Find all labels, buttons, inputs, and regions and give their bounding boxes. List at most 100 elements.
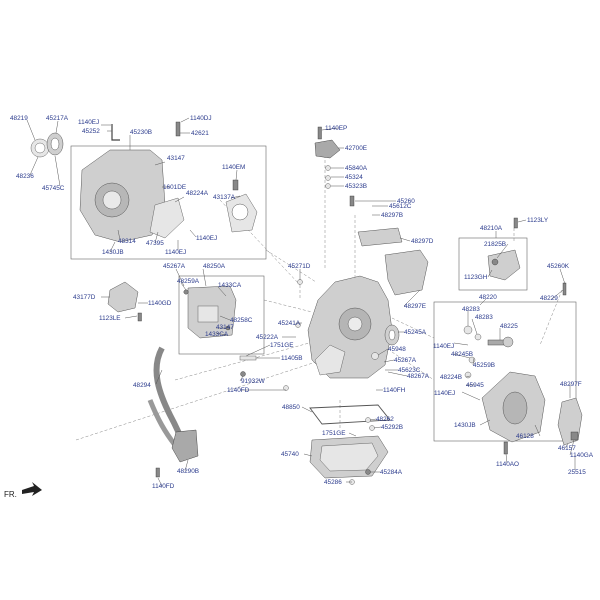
leader-lines [26, 117, 576, 487]
label-1140ep: 1140EP [325, 125, 347, 132]
label-48224a: 48224A [186, 190, 209, 197]
front-label: FR. [4, 490, 17, 499]
label-45284a: 45284A [380, 469, 403, 476]
rear-cover-bore [502, 391, 528, 425]
label-45252: 45252 [82, 128, 100, 135]
label-45324: 45324 [345, 174, 363, 181]
nut-21825b [491, 258, 499, 266]
plug-48262 [365, 417, 371, 423]
label-45292b: 45292B [381, 424, 403, 431]
label-48225: 48225 [500, 323, 518, 330]
plug-1751ge [283, 385, 289, 391]
label-1433ca: 1433CA [218, 282, 242, 289]
plug-45284a [365, 469, 371, 475]
label-1140ao: 1140AO [496, 461, 519, 468]
label-45271d: 45271D [288, 263, 311, 270]
label-21825b: 21825B [484, 241, 506, 248]
bolt-1140fd [155, 467, 160, 478]
label-45260: 45260 [397, 198, 415, 205]
label-91932w: 91932W [241, 378, 266, 385]
label-48258c: 48258C [230, 317, 253, 324]
label-1140dj: 1140DJ [190, 115, 212, 122]
bracket-48297e [384, 249, 429, 296]
pipe-45252 [111, 124, 120, 141]
pin-45260k [562, 282, 567, 296]
oring-48283-b [474, 333, 482, 341]
label-45241a: 45241A [278, 320, 301, 327]
seal-ring-inner [34, 142, 46, 154]
label-42700e: 42700E [345, 145, 367, 152]
connector-48290b [171, 429, 199, 463]
label-1140ej-e: 1140EJ [434, 390, 455, 397]
label-48314: 48314 [118, 238, 136, 245]
label-45260k: 45260K [547, 263, 570, 270]
label-48283: 48283 [462, 306, 480, 313]
dash-line [391, 317, 435, 339]
gasket-48850 [309, 404, 391, 425]
label-48297d: 48297D [411, 238, 434, 245]
front-arrow-icon [22, 482, 42, 496]
label-1140ej-d: 1140EJ [433, 343, 454, 350]
dash-line [219, 199, 301, 286]
label-1140ej-c: 1140EJ [196, 235, 217, 242]
cover-gasket-48258c [197, 305, 219, 323]
label-45840a: 45840A [345, 165, 368, 172]
label-1140fh: 1140FH [383, 387, 406, 394]
lever-48210a [487, 249, 521, 281]
label-45623c: 45623C [398, 367, 421, 374]
bolt-91932w [240, 371, 246, 377]
label-1140ej: 1140EJ [78, 119, 99, 126]
label-48850: 48850 [282, 404, 300, 411]
label-1140fd: 1140FD [227, 387, 250, 394]
label-42621: 42621 [191, 130, 209, 137]
oring-48283 [463, 325, 473, 335]
label-48210a: 48210A [480, 225, 503, 232]
label-45323b: 45323B [345, 183, 367, 190]
bolt-1140ga [570, 431, 579, 441]
label-48267a: 48267A [407, 373, 430, 380]
label-1123ly: 1123LY [527, 217, 549, 224]
case-lower-detail [314, 344, 346, 376]
oring-45840a [325, 165, 331, 171]
sensor-42621 [175, 121, 181, 137]
ring-48224b [464, 371, 472, 379]
label-1601de: 1601DE [163, 184, 186, 191]
label-45217a: 45217A [46, 115, 69, 122]
housing-bore-inner [102, 190, 122, 210]
dash-line [263, 299, 313, 313]
label-1123gh: 1123GH [464, 274, 488, 281]
label-1433ca-b: 1433CA [205, 331, 229, 338]
label-48245b: 48245B [451, 351, 473, 358]
bracket-48297d [357, 227, 403, 247]
box-rear-cover [433, 301, 577, 442]
label-25515: 25515 [568, 469, 586, 476]
label-48259a: 48259A [177, 278, 200, 285]
label-48262: 48262 [376, 416, 394, 423]
label-45259b: 45259B [473, 362, 495, 369]
label-45745c: 45745C [42, 185, 65, 192]
label-1140ga: 1140GA [570, 452, 594, 459]
label-48297f: 48297F [560, 381, 582, 388]
label-45948: 45948 [388, 346, 406, 353]
label-45740: 45740 [281, 451, 299, 458]
label-1140gd: 1140GD [148, 300, 172, 307]
label-48294: 48294 [133, 382, 151, 389]
label-45286: 45286 [324, 479, 342, 486]
label-1751ge: 1751GE [270, 342, 293, 349]
label-48297b: 48297B [381, 212, 403, 219]
hose-48294-b [147, 399, 177, 447]
plate-hole [231, 203, 249, 221]
label-45222a: 45222A [256, 334, 279, 341]
dash-line [391, 351, 435, 381]
plug-45292b [369, 425, 375, 431]
label-46157: 46157 [558, 445, 576, 452]
label-46128: 46128 [516, 433, 534, 440]
label-43147: 43147 [167, 155, 185, 162]
label-48229: 48229 [540, 295, 558, 302]
label-48290b: 48290B [177, 468, 199, 475]
label-48219: 48219 [10, 115, 28, 122]
case-bore-inner [347, 316, 363, 332]
label-1430jb-b: 1430JB [454, 422, 476, 429]
label-45945: 45945 [466, 382, 484, 389]
